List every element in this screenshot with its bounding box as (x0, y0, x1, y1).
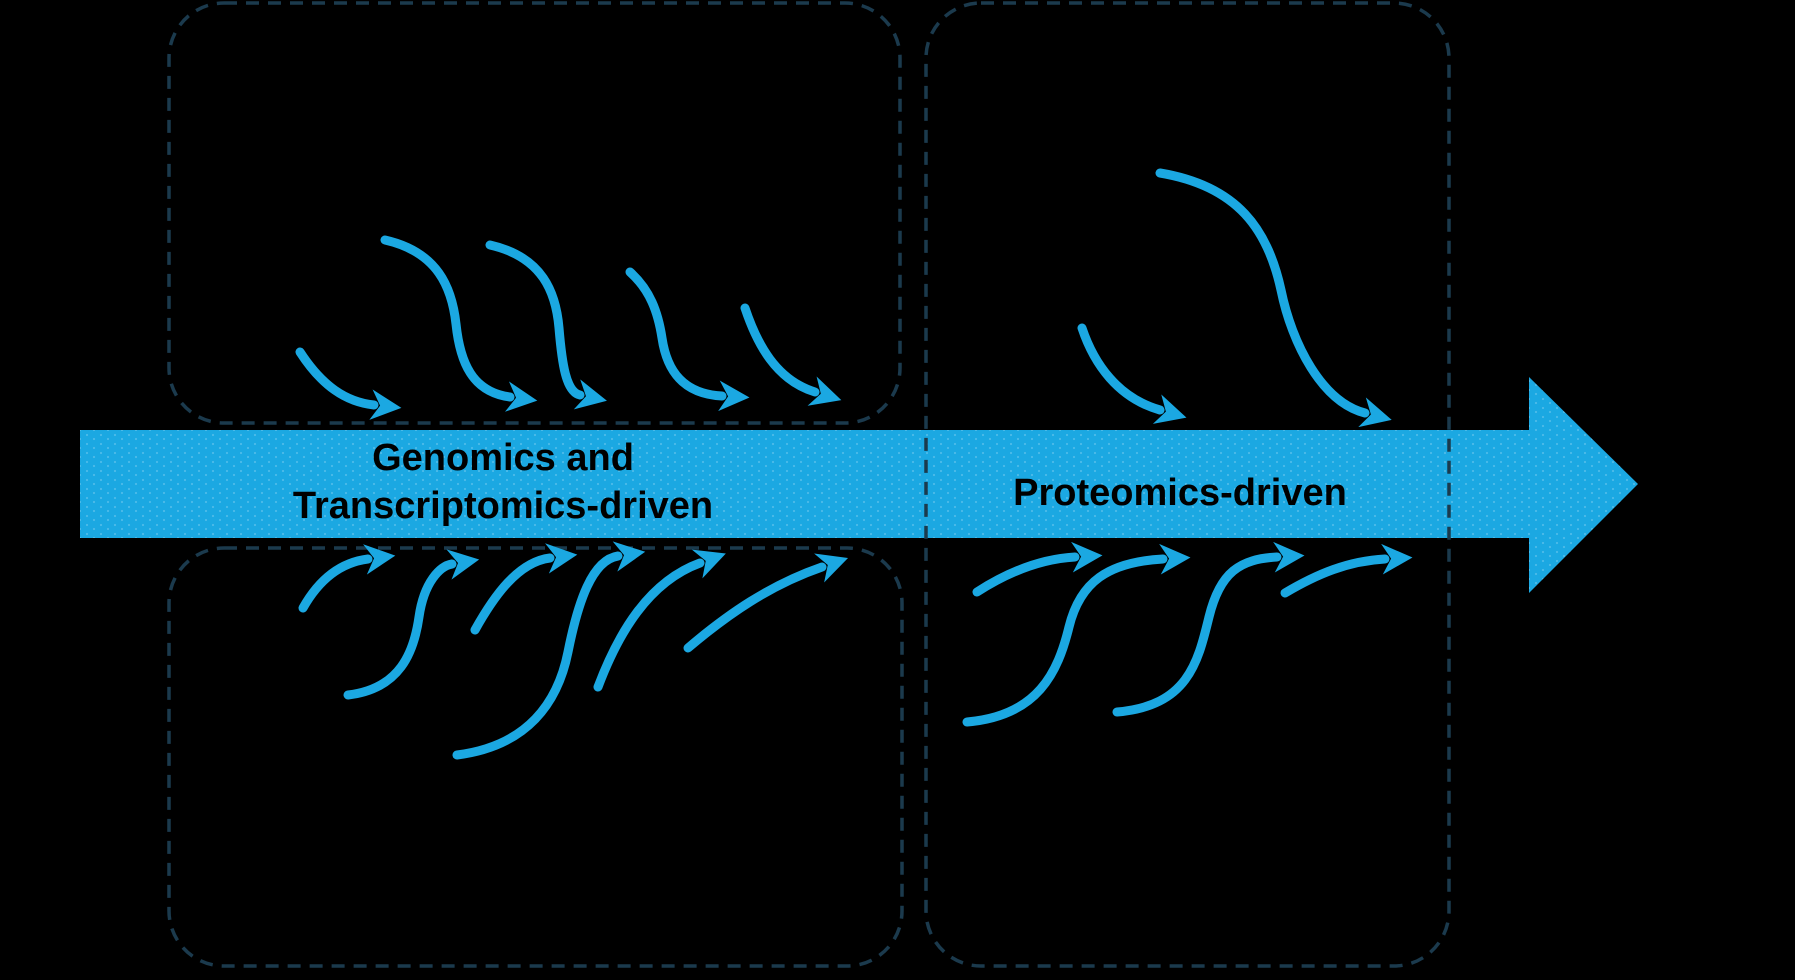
dashed-boxes-layer (167, 1, 1451, 968)
flow-arrows-layer (295, 168, 1413, 760)
curved-flow-arrow-top-right (1077, 323, 1187, 424)
curved-flow-arrow-bottom-right (962, 543, 1191, 727)
dashed-box-bottom-left (167, 546, 904, 968)
curved-flow-arrow-top-left (740, 303, 842, 406)
curved-flow-arrow-bottom-right (1112, 541, 1305, 717)
curved-flow-arrow-bottom-left (683, 553, 849, 653)
label-genomics-line1: Genomics and (372, 437, 634, 479)
curved-flow-arrow-bottom-left (343, 549, 480, 700)
label-proteomics: Proteomics-driven (1013, 472, 1347, 514)
curved-flow-arrow-top-left (625, 267, 750, 412)
curved-flow-arrow-top-left (485, 240, 607, 410)
label-genomics-line2: Transcriptomics-driven (293, 485, 713, 527)
dashed-box-right-tall (924, 1, 1451, 968)
curved-flow-arrow-bottom-left (298, 544, 396, 613)
curved-flow-arrow-top-right (1155, 168, 1392, 428)
curved-flow-arrow-bottom-left (593, 549, 726, 692)
curved-flow-arrow-bottom-right (972, 541, 1103, 597)
curved-flow-arrow-bottom-left (470, 543, 578, 635)
curved-flow-arrow-top-left (295, 347, 402, 420)
curved-flow-arrow-top-left (380, 235, 538, 412)
curved-flow-arrow-bottom-left (452, 541, 646, 760)
curved-flow-arrow-bottom-right (1280, 543, 1413, 598)
dashed-box-top-left (167, 1, 902, 425)
main-timeline-arrow-texture (80, 377, 1638, 593)
